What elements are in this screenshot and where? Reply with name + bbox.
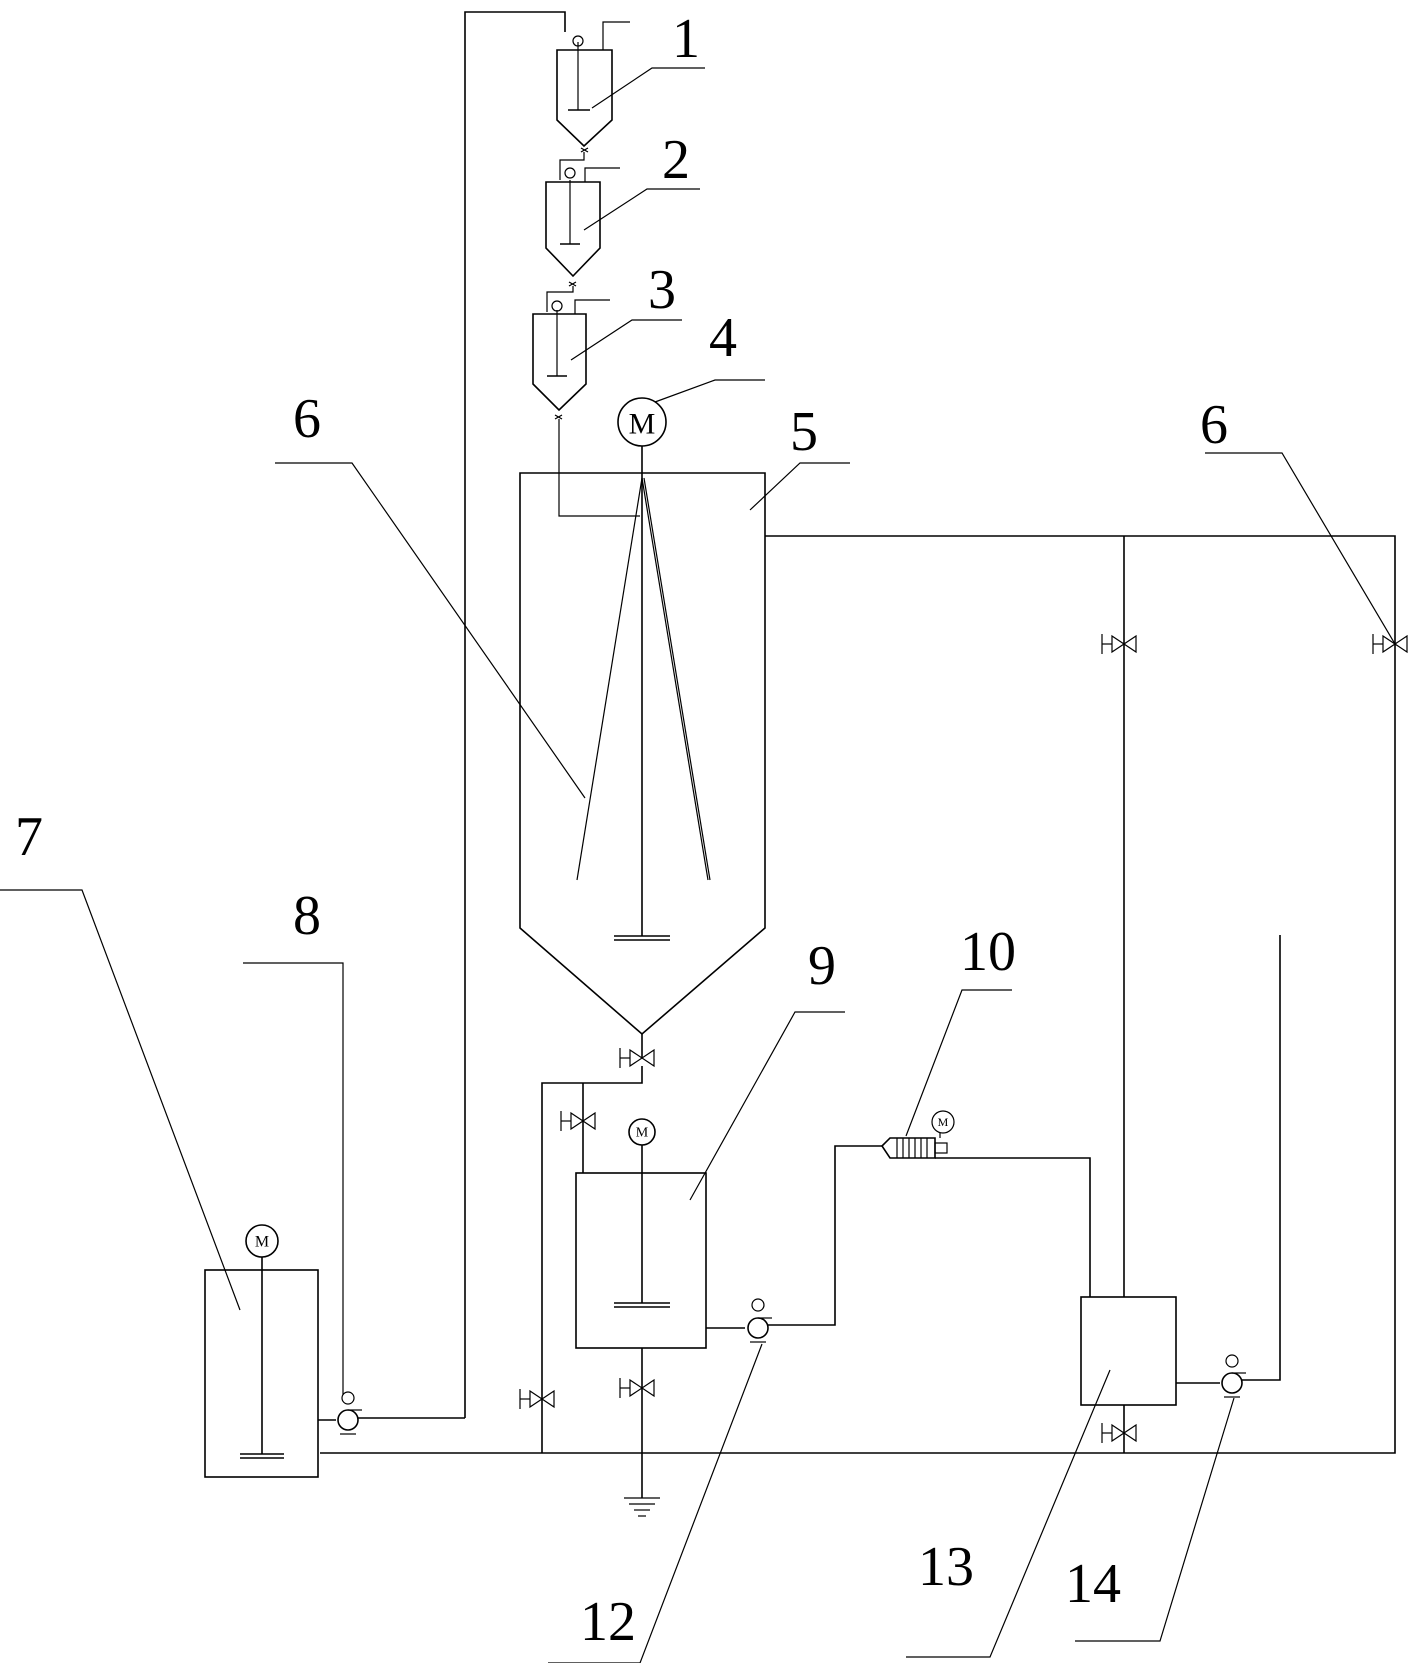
valve-tank9-drain[interactable] — [619, 1378, 655, 1398]
label-14: 14 — [1065, 1553, 1121, 1615]
tank-9: M — [575, 1118, 707, 1349]
valve-left-bypass[interactable] — [519, 1389, 555, 1409]
valve-tank9-inlet[interactable] — [560, 1111, 596, 1131]
valve-right-vertical[interactable] — [1101, 634, 1137, 654]
label-13: 13 — [918, 1536, 974, 1598]
valve-tank13-drain[interactable] — [1101, 1423, 1137, 1443]
label-5: 5 — [790, 401, 818, 463]
svg-text:M: M — [938, 1115, 949, 1129]
label-9: 9 — [808, 935, 836, 997]
label-2: 2 — [662, 129, 690, 191]
pump-14-motor-icon — [1225, 1354, 1239, 1368]
valve-reactor-bottom[interactable] — [619, 1048, 655, 1068]
pump-8-motor-icon — [341, 1391, 355, 1405]
pump-14[interactable] — [1221, 1354, 1246, 1398]
valve-6-right[interactable] — [1372, 634, 1408, 654]
label-3: 3 — [648, 259, 676, 321]
label-4: 4 — [709, 307, 737, 369]
ground-icon — [624, 1497, 660, 1517]
tank-7: M — [204, 1224, 319, 1478]
hopper-3-motor-icon — [551, 300, 563, 312]
hopper-2 — [545, 152, 620, 287]
label-1: 1 — [672, 8, 700, 70]
label-8: 8 — [293, 885, 321, 947]
svg-text:M: M — [636, 1126, 649, 1141]
label-6-right: 6 — [1200, 394, 1228, 456]
label-10: 10 — [960, 921, 1016, 983]
label-6-left: 6 — [293, 388, 321, 450]
pump-12[interactable] — [747, 1298, 772, 1343]
filter-10-motor-icon — [931, 1110, 955, 1134]
hopper-1-motor-icon — [572, 35, 584, 47]
pump-12-motor-icon — [751, 1298, 765, 1312]
tank-13 — [1080, 1296, 1177, 1406]
label-7: 7 — [15, 806, 43, 868]
label-12: 12 — [580, 1591, 636, 1653]
svg-text:M: M — [255, 1234, 269, 1251]
hopper-3 — [532, 286, 640, 517]
svg-text:M: M — [629, 408, 656, 441]
hopper-1 — [556, 21, 630, 153]
hopper-2-motor-icon — [564, 167, 576, 179]
filter-10: M — [880, 1110, 955, 1159]
pump-8[interactable] — [337, 1391, 362, 1435]
main-reactor: M — [519, 397, 766, 1036]
